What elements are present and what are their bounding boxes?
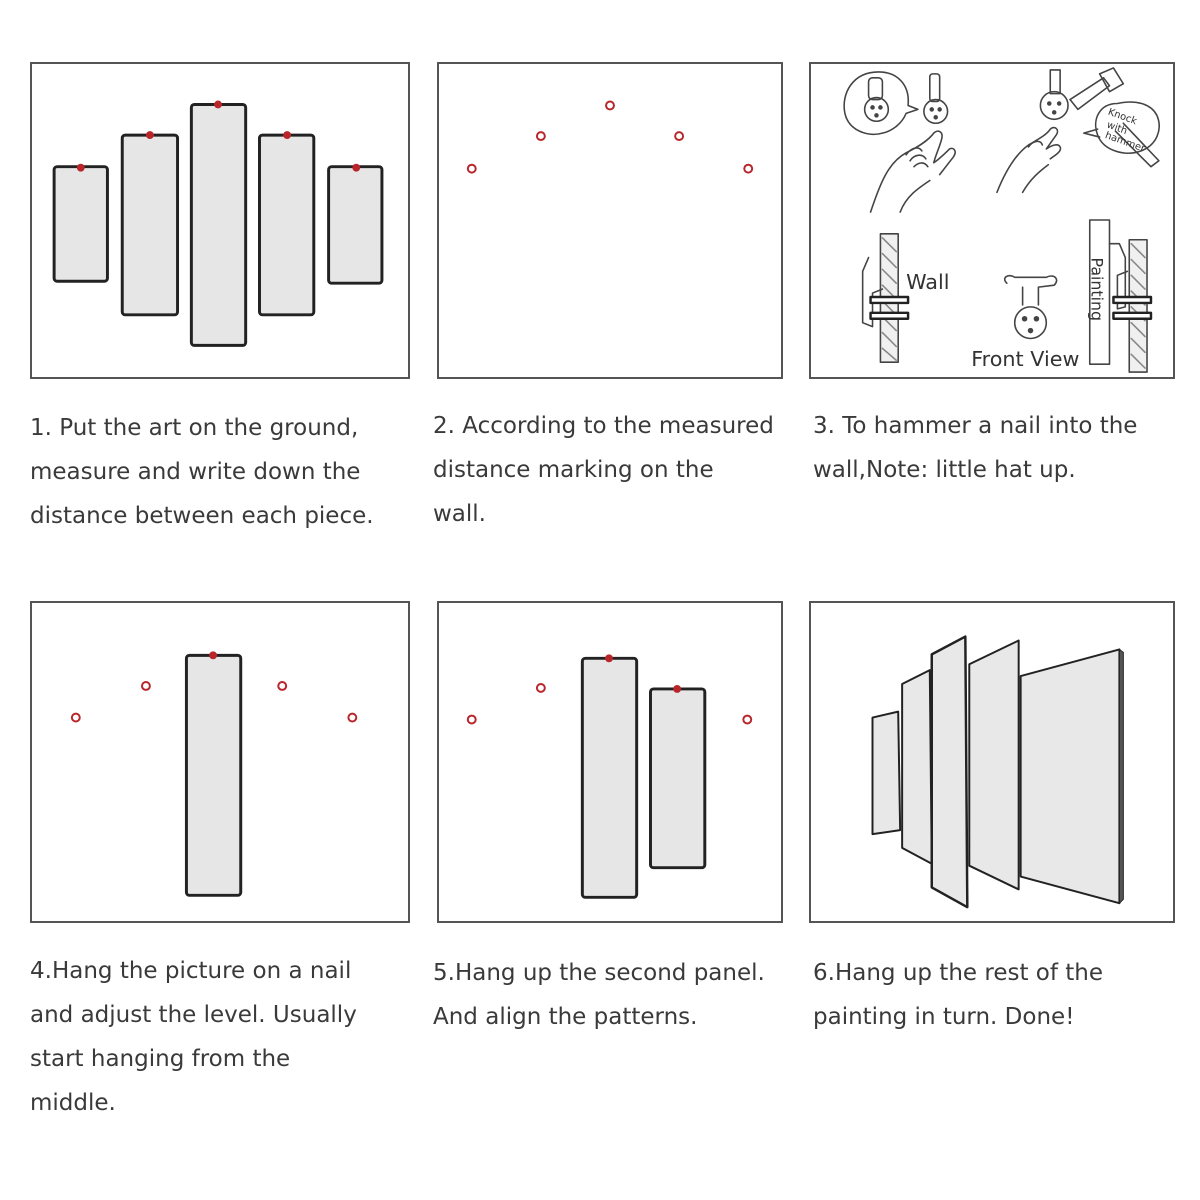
caption-line: middle. (30, 1090, 116, 1116)
caption-line: wall,Note: little hat up. (813, 457, 1076, 483)
caption-line: 5.Hang up the second panel. (433, 960, 765, 986)
wall-mark (347, 712, 358, 723)
canvas-piece-second (649, 687, 707, 870)
canvas-piece-3 (189, 103, 248, 347)
canvas-piece-1 (52, 165, 109, 283)
wall-mark (674, 131, 685, 142)
canvas-piece-center (580, 656, 639, 899)
step-5-illustration (437, 601, 783, 923)
caption-line: and adjust the level. Usually (30, 1002, 357, 1028)
wall-mark (70, 712, 81, 723)
canvas-piece-2 (120, 133, 180, 317)
step-2-caption: 2. According to the measured distance ma… (433, 404, 774, 536)
caption-line: measure and write down the (30, 459, 361, 485)
hook-side-icon (861, 256, 884, 328)
knock-bubble-outline (1083, 101, 1160, 154)
hook-plate-icon (867, 77, 884, 101)
caption-line: And align the patterns. (433, 1004, 698, 1030)
hand-right-icon (996, 126, 1062, 194)
hook-bubble-outline (843, 71, 919, 135)
finished-set-diagram (871, 635, 1124, 909)
nail-hook-diagram: Knock with hammer Wall Painting Front Vi… (843, 67, 1160, 373)
step-5-caption: 5.Hang up the second panel. And align th… (433, 951, 765, 1039)
wall-mark (140, 681, 151, 691)
step-1-illustration (30, 62, 410, 379)
painting-label: Painting (1088, 258, 1107, 321)
step-4-illustration (30, 601, 410, 923)
perspective-panel-1 (871, 710, 902, 836)
painting-side-icon (1088, 219, 1111, 365)
caption-line: 1. Put the art on the ground, (30, 415, 359, 441)
caption-line: 3. To hammer a nail into the (813, 413, 1138, 439)
step-4-caption: 4.Hang the picture on a nail and adjust … (30, 949, 357, 1125)
caption-line: 2. According to the measured (433, 413, 774, 439)
canvas-piece-4 (258, 133, 316, 317)
measure-layout-diagram (52, 100, 384, 347)
hook-dot (283, 131, 292, 140)
caption-line: distance between each piece. (30, 503, 374, 529)
perspective-panel-5 (1019, 648, 1121, 905)
step-6-caption: 6.Hang up the rest of the painting in tu… (813, 951, 1103, 1039)
caption-line: distance marking on the (433, 457, 714, 483)
hook-dot (605, 654, 613, 663)
caption-line: wall. (433, 501, 486, 527)
hook-dot (352, 163, 361, 172)
caption-line: start hanging from the (30, 1046, 291, 1072)
first-panel-hung-diagram (70, 651, 358, 897)
front-view-label: Front View (971, 347, 1079, 371)
perspective-panel-4 (968, 639, 1020, 891)
perspective-panel-3 (930, 635, 969, 909)
front-view-hook-icon (1003, 274, 1058, 306)
perspective-panel-2 (901, 669, 933, 865)
step-3-caption: 3. To hammer a nail into the wall,Note: … (813, 404, 1137, 492)
hook-dot (145, 131, 154, 140)
second-panel-hung-diagram (466, 654, 753, 899)
wall-mark (605, 100, 615, 111)
caption-line: 6.Hang up the rest of the (813, 960, 1104, 986)
hand-left-icon (869, 130, 956, 213)
hook-dot (209, 651, 218, 660)
step-2-illustration (437, 62, 783, 379)
hook-dot (76, 163, 85, 172)
hook-right-icon (1049, 69, 1061, 95)
wall-mark (535, 131, 546, 142)
wall-label: Wall (906, 270, 949, 294)
caption-line: 4.Hang the picture on a nail (30, 958, 352, 984)
step-6-illustration (809, 601, 1175, 923)
wall-mark (743, 163, 754, 174)
caption-line: painting in turn. Done! (813, 1004, 1075, 1030)
wall-mark (535, 682, 546, 693)
hook-dot (214, 100, 222, 109)
step-1-caption: 1. Put the art on the ground, measure an… (30, 406, 374, 538)
wall-mark (277, 681, 288, 691)
hammer-icon (1069, 67, 1160, 168)
canvas-piece-center (184, 653, 243, 897)
wall-mark (466, 163, 477, 174)
wall-mark (466, 714, 477, 725)
hook-dot (673, 684, 682, 693)
wall-strip-right-icon (1128, 238, 1148, 373)
wall-mark (742, 714, 753, 725)
canvas-piece-5 (327, 165, 384, 285)
step-3-illustration: Knock with hammer Wall Painting Front Vi… (809, 62, 1175, 379)
wall-marks-diagram (466, 100, 754, 174)
